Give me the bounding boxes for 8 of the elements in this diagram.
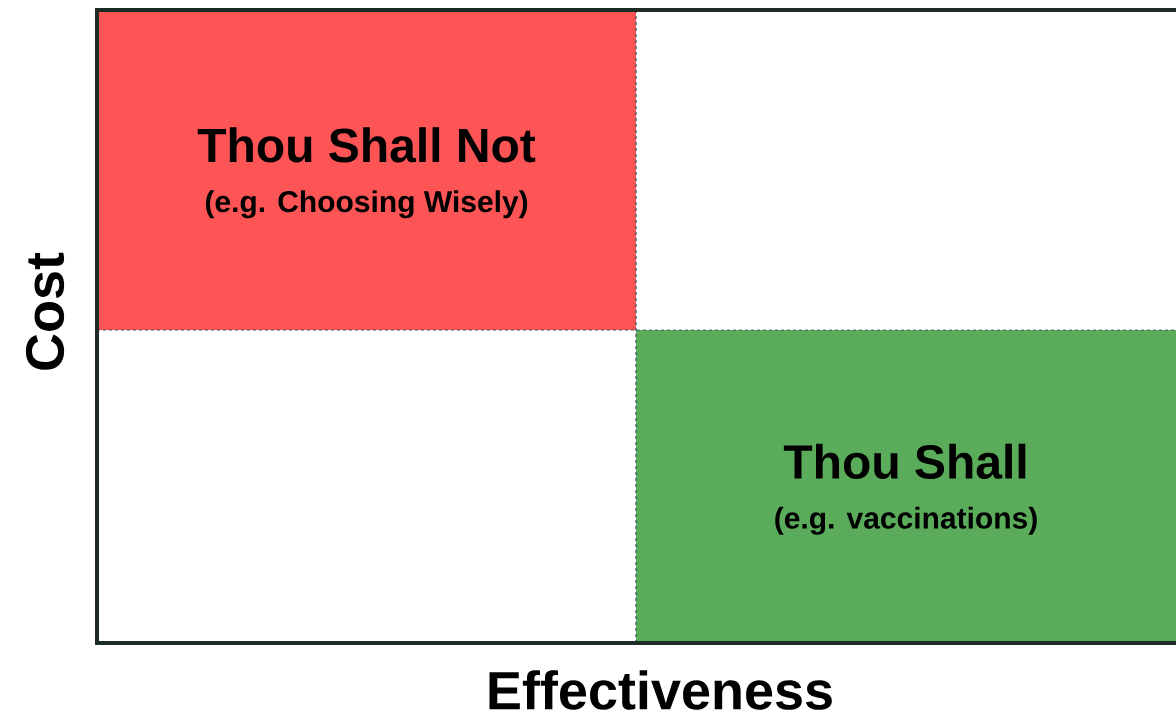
quadrant-heading: Thou Shall: [783, 443, 1026, 479]
quadrant-example: (e.g. vaccinations): [775, 506, 1037, 535]
quadrant-box: [636, 330, 1176, 643]
quadrant-box: [97, 10, 636, 330]
axis-title: Cost: [25, 252, 65, 370]
axis-title: Effectiveness: [489, 670, 832, 710]
quadrant-heading: Thou Shall Not: [197, 127, 536, 163]
quadrant-example: (e.g. Choosing Wisely): [205, 190, 528, 219]
